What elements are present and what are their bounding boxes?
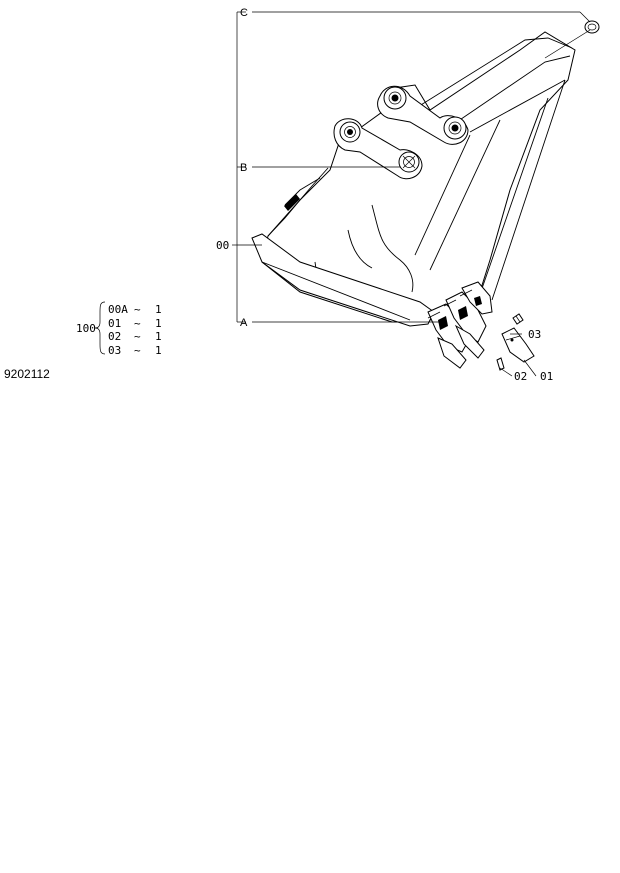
label-a: A	[240, 317, 248, 329]
assembly-row-qty: 1	[155, 344, 162, 357]
bucket-drawing	[251, 20, 600, 371]
assembly-row-part: 01	[108, 317, 121, 330]
callout-leaders	[232, 11, 591, 377]
label-part-02: 02	[514, 370, 527, 383]
assembly-row-qty: 1	[155, 303, 162, 316]
label-b: B	[240, 162, 247, 174]
assembly-row-range: ~	[134, 344, 141, 357]
pin-boss-b	[398, 151, 420, 173]
assembly-row: 03 ~ 1	[108, 344, 162, 357]
assembly-key: 100 00A ~ 1 01 ~ 1 02 ~ 1 03 ~ 1	[76, 301, 162, 357]
assembly-id: 100	[76, 322, 96, 335]
assembly-row-qty: 1	[155, 330, 162, 343]
assembly-brace	[94, 301, 106, 355]
assembly-row-qty: 1	[155, 317, 162, 330]
pin-boss-left	[339, 121, 361, 143]
assembly-row-range: ~	[134, 330, 141, 343]
assembly-row-part: 03	[108, 344, 121, 357]
retainer-03	[512, 313, 524, 325]
leader-02	[499, 367, 513, 377]
assembly-row-part: 02	[108, 330, 121, 343]
label-part-00: 00	[216, 239, 229, 252]
tooth-adapters	[427, 281, 493, 369]
pin-boss-right	[443, 116, 467, 140]
label-c: C	[240, 7, 248, 19]
assembly-row: 00A ~ 1	[108, 303, 162, 316]
label-part-03: 03	[528, 328, 541, 341]
pin-boss-top	[383, 86, 407, 110]
assembly-row-range: ~	[134, 303, 141, 316]
lock-pin-02	[496, 357, 505, 371]
leader-01	[523, 359, 537, 377]
drawing-number: 9202112	[4, 367, 50, 381]
ring-part-c	[584, 20, 600, 34]
assembly-row: 01 ~ 1	[108, 317, 162, 330]
label-part-01: 01	[540, 370, 553, 383]
assembly-row: 02 ~ 1	[108, 330, 162, 343]
tooth-point-01	[501, 327, 535, 363]
assembly-row-part: 00A	[108, 303, 128, 316]
assembly-row-range: ~	[134, 317, 141, 330]
